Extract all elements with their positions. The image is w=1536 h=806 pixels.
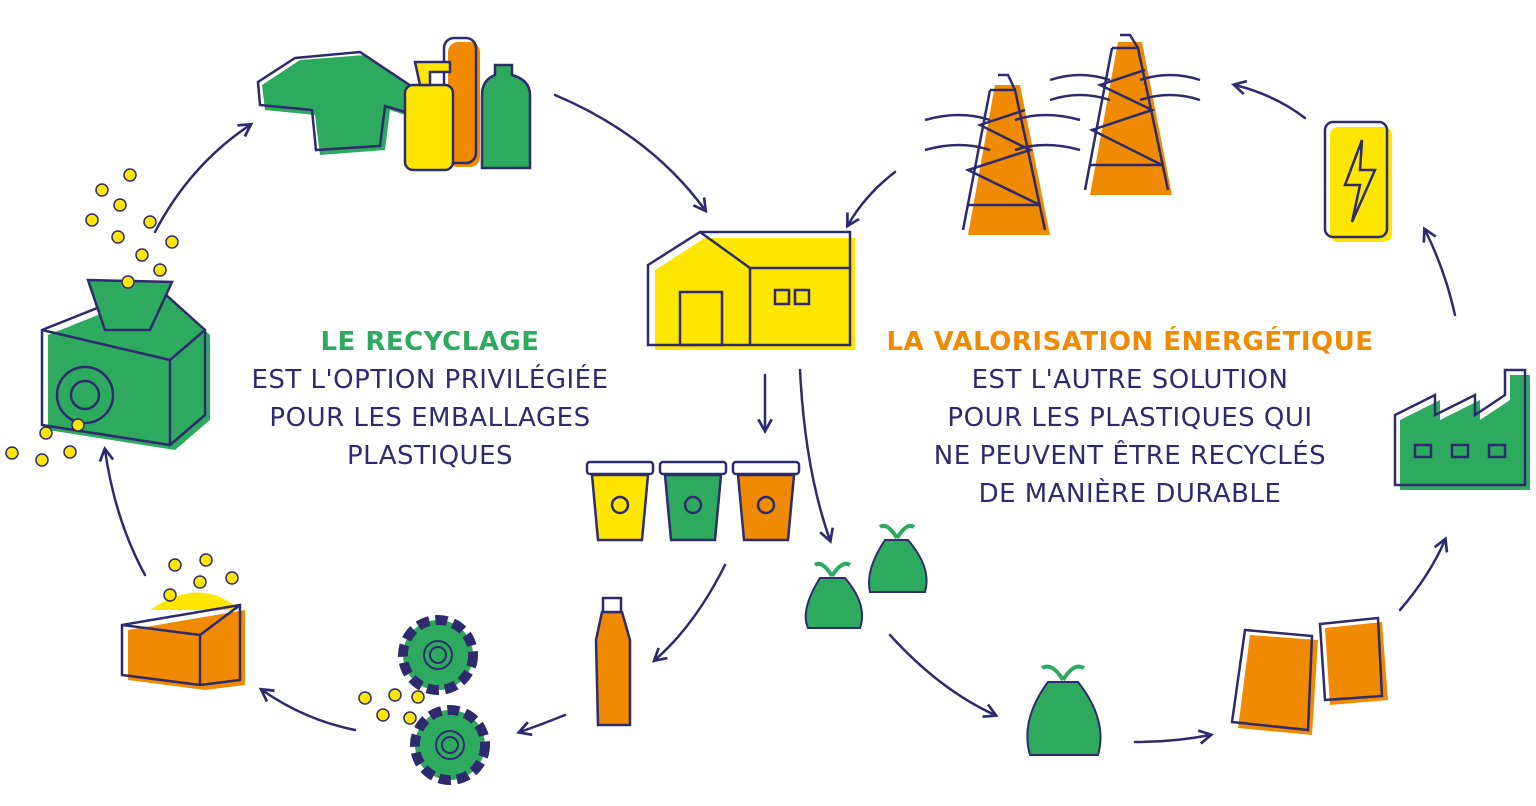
cycle-arrow (1398, 540, 1445, 612)
sweater-icon (256, 50, 425, 155)
cycle-arrow (262, 690, 357, 732)
recycling-line: POUR LES EMBALLAGES (269, 403, 591, 433)
cycle-arrow (655, 563, 727, 660)
pellets-box-icon (120, 592, 245, 690)
recycling-line: PLASTIQUES (346, 441, 514, 471)
trash-bags-icon (804, 523, 928, 629)
shredder-machine-icon (40, 278, 210, 450)
cycle-arrow (848, 170, 897, 225)
cycle-arrow (520, 713, 567, 732)
energy-recovery-title: LA VALORISATION ÉNERGÉTIQUE (886, 327, 1374, 357)
cycle-arrow (1235, 85, 1307, 120)
cycle-arrow (1425, 230, 1457, 317)
energy-recovery-line: POUR LES PLASTIQUES QUI (947, 403, 1313, 433)
energy-recovery-caption: LA VALORISATION ÉNERGÉTIQUE EST L'AUTRE … (860, 323, 1400, 513)
recycling-caption: LE RECYCLAGE EST L'OPTION PRIVILÉGIÉE PO… (220, 323, 640, 475)
factory-icon (1393, 368, 1530, 490)
trash-bag-icon (1026, 664, 1102, 756)
recycling-line: EST L'OPTION PRIVILÉGIÉE (251, 365, 609, 395)
bottles-icon (403, 36, 532, 172)
pylons-icon (924, 33, 1201, 235)
cycle-arrow (553, 93, 705, 210)
cycle-arrow (153, 125, 250, 234)
cycle-arrow (105, 450, 147, 577)
sacks-icon (1230, 616, 1388, 735)
plastic-bottle-icon (594, 596, 632, 727)
energy-recovery-line: NE PEUVENT ÊTRE RECYCLÉS (933, 441, 1327, 471)
cycle-arrow (798, 368, 830, 540)
energy-recovery-line: DE MANIÈRE DURABLE (978, 479, 1282, 509)
recycling-title: LE RECYCLAGE (320, 327, 540, 357)
cycle-arrow (1133, 735, 1210, 742)
gears-icon (398, 615, 490, 785)
cycle-arrow (888, 633, 995, 715)
pellets-icon (5, 168, 425, 725)
battery-icon (1323, 120, 1392, 242)
energy-recovery-line: EST L'AUTRE SOLUTION (971, 365, 1289, 395)
sorting-bins-icon (585, 460, 801, 542)
house-icon (646, 230, 855, 350)
